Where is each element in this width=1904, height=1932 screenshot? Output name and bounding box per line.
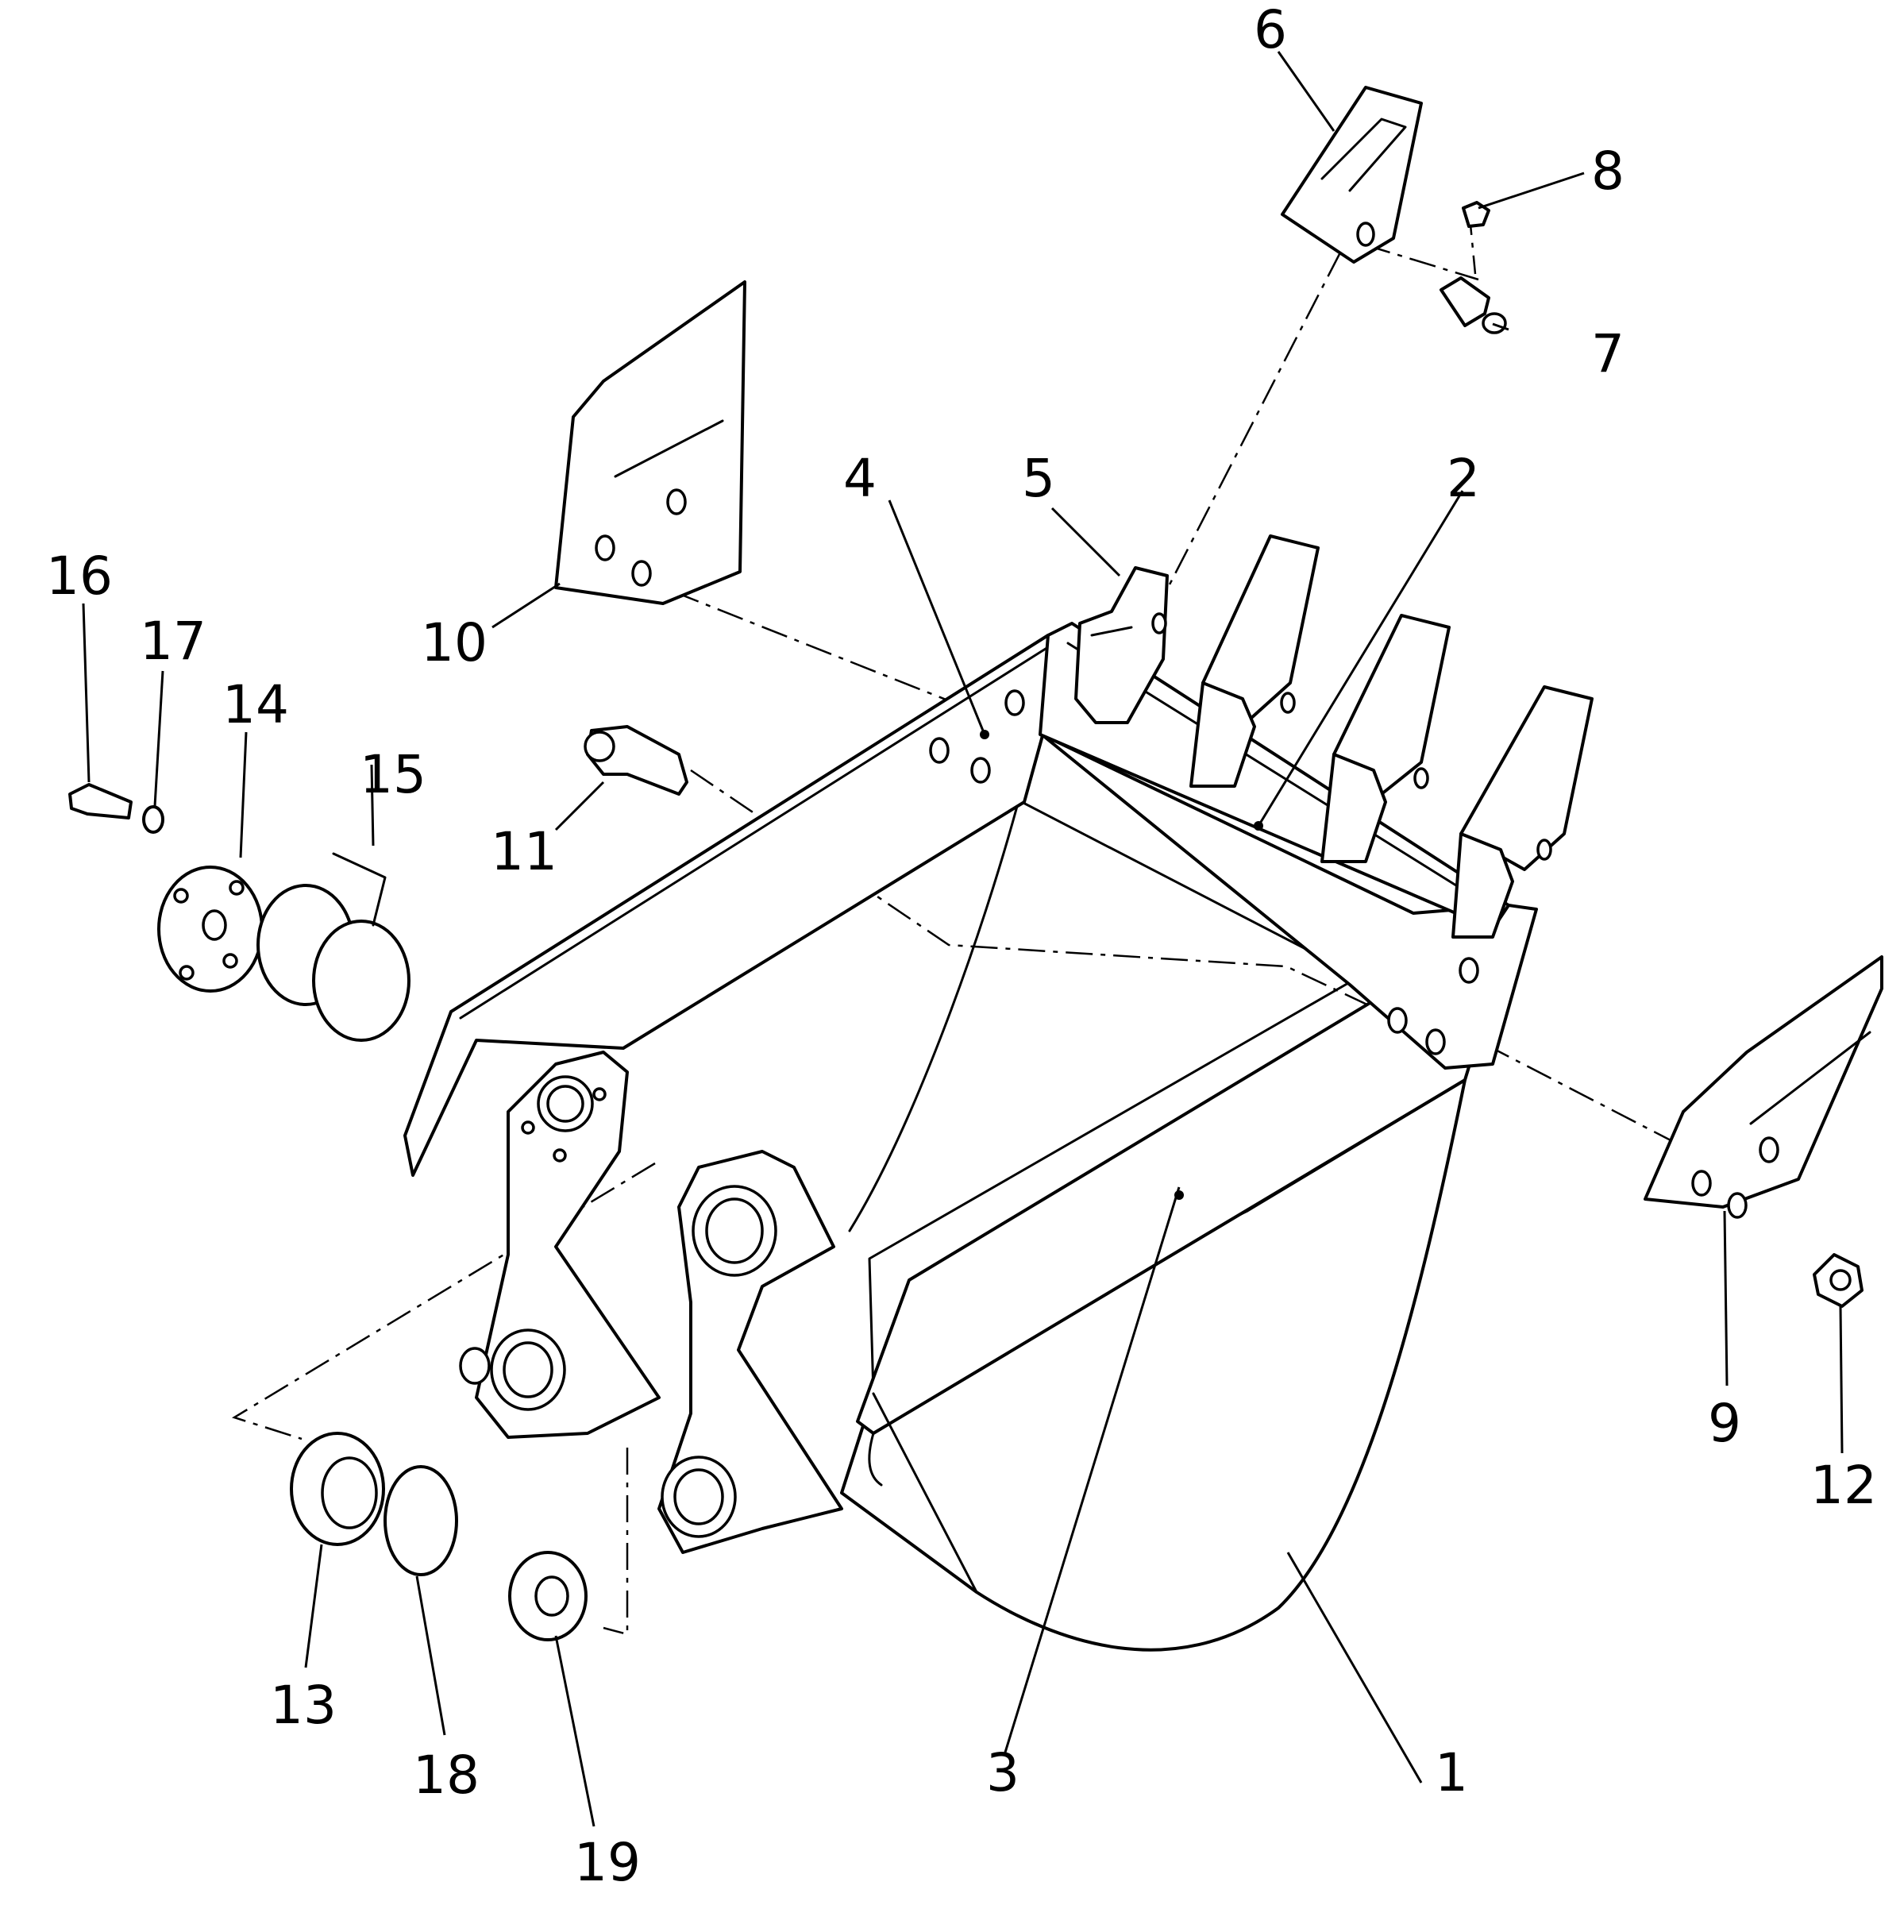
tooth-adapter-1	[1074, 566, 1169, 724]
callout-16: 16	[46, 546, 113, 607]
callout-7: 7	[1591, 323, 1625, 384]
callout-19: 19	[574, 1832, 641, 1893]
bucket-floor	[868, 799, 1361, 1395]
callout-18: 18	[413, 1745, 480, 1806]
callout-8: 8	[1591, 141, 1625, 202]
tooth-point-exploded	[1281, 86, 1423, 264]
tooth-pin	[1440, 276, 1490, 327]
shim-washer	[142, 805, 164, 834]
callout-13: 13	[270, 1675, 337, 1736]
callout-12: 12	[1810, 1455, 1877, 1516]
callout-15: 15	[360, 744, 426, 805]
bucket-body	[403, 622, 1538, 1652]
shim-b	[312, 920, 410, 1042]
callout-17: 17	[140, 611, 206, 672]
callout-labels: 1 2 3 4 5 6 7 8 9 10 11 12 13 14 15 16 1…	[46, 0, 1877, 1893]
left-side-holes	[929, 689, 1025, 784]
tooth-adapter-3	[1320, 753, 1387, 863]
leader-dots	[980, 730, 1263, 1200]
shim-bolt	[68, 783, 133, 819]
o-ring	[383, 1465, 458, 1576]
bucket-inner-curve	[848, 799, 1020, 1232]
callout-14: 14	[222, 674, 289, 735]
bucket-shell	[840, 1078, 1467, 1652]
callout-9: 9	[1708, 1393, 1741, 1454]
callout-5: 5	[1022, 448, 1055, 509]
right-side-holes	[1387, 957, 1479, 1055]
side-cutter-left	[554, 280, 746, 605]
pin-lock	[1462, 201, 1490, 228]
tooth-point-4	[1459, 685, 1594, 871]
callout-1: 1	[1435, 1742, 1468, 1803]
callout-6: 6	[1254, 0, 1287, 60]
right-side-plate	[1040, 733, 1538, 1070]
callout-3: 3	[986, 1742, 1019, 1803]
tooth-adapter-2	[1189, 681, 1256, 788]
tooth-adapter-4	[1451, 832, 1514, 939]
side-cutter-right	[1644, 955, 1883, 1219]
callout-11: 11	[491, 821, 557, 882]
leader-lines	[82, 51, 1844, 1827]
hardware-parts	[68, 201, 1864, 1641]
left-side-plate	[403, 634, 1070, 1177]
callout-2: 2	[1447, 448, 1480, 509]
callout-10: 10	[421, 612, 488, 673]
callout-4: 4	[843, 448, 877, 509]
bucket-teeth	[1074, 86, 1594, 939]
